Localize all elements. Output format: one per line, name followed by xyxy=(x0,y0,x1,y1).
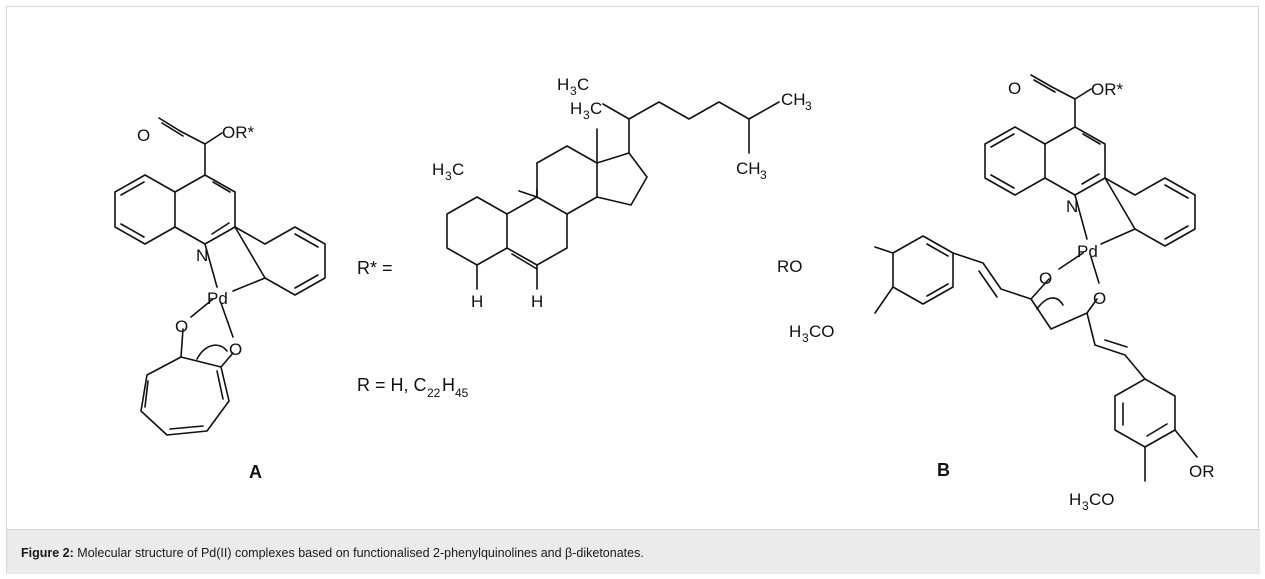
figure-panel: O OR* N Pd O O A R* = xyxy=(6,6,1260,574)
a-chelate-o2-label: O xyxy=(229,340,242,359)
r-ch3-low-n: 3 xyxy=(760,168,767,182)
b-h3co-left-h: H xyxy=(789,322,801,341)
r-def-sub1: 22 xyxy=(427,386,441,400)
r-h-left-label: H xyxy=(471,292,483,311)
b-structure-label: B xyxy=(937,460,950,480)
b-h3co-right-n: 3 xyxy=(1082,499,1089,513)
r-ch3-right-n: 3 xyxy=(805,99,812,113)
molecular-structures-artwork: O OR* N Pd O O A R* = xyxy=(114,74,1215,513)
r-ch3-low-c: CH xyxy=(736,159,761,178)
a-chelate-o1-label: O xyxy=(175,317,188,336)
a-nitrogen-label: N xyxy=(196,246,208,265)
b-chelate-o2-label: O xyxy=(1093,289,1106,308)
r-methyl-mid-c: C xyxy=(590,99,602,118)
figure-caption: Figure 2: Molecular structure of Pd(II) … xyxy=(7,529,1260,574)
b-nitrogen-label: N xyxy=(1066,197,1078,216)
a-palladium-label: Pd xyxy=(207,289,228,308)
r-def-mid: H xyxy=(442,375,455,395)
r-methyl-mid-n: 3 xyxy=(583,108,590,122)
r-star-definition: R* = H 3 C H 3 xyxy=(357,75,812,400)
structure-b: O OR* N Pd O O RO H 3 CO H 3 CO OR B xyxy=(777,74,1215,513)
b-ester-o-label: O xyxy=(1008,79,1021,98)
r-h-right-label: H xyxy=(531,292,543,311)
r-methyl-mid-h: H xyxy=(570,99,582,118)
b-h3co-right-rest: CO xyxy=(1089,490,1115,509)
r-methyl-top-h: H xyxy=(557,75,569,94)
b-or-right-label: OR xyxy=(1189,462,1215,481)
r-methyl-left-n: 3 xyxy=(445,169,452,183)
a-structure-label: A xyxy=(249,462,262,482)
caption-text: Molecular structure of Pd(II) complexes … xyxy=(77,546,644,560)
b-ro-left-label: RO xyxy=(777,257,803,276)
b-h3co-right-h: H xyxy=(1069,490,1081,509)
r-def-text: R = H, C xyxy=(357,375,427,395)
r-def-sub2: 45 xyxy=(455,386,469,400)
b-h3co-left-rest: CO xyxy=(809,322,835,341)
r-methyl-top-n: 3 xyxy=(570,84,577,98)
caption-label: Figure 2: xyxy=(21,546,74,560)
r-methyl-top-c: C xyxy=(577,75,589,94)
structure-a: O OR* N Pd O O A xyxy=(114,117,326,482)
r-star-equals-label: R* = xyxy=(357,258,393,278)
r-methyl-left-h: H xyxy=(432,160,444,179)
b-chelate-o1-label: O xyxy=(1039,269,1052,288)
r-ch3-right-c: CH xyxy=(781,90,806,109)
a-ester-o-label: O xyxy=(137,126,150,145)
b-h3co-left-n: 3 xyxy=(802,331,809,345)
r-methyl-left-c: C xyxy=(452,160,464,179)
b-ester-or-label: OR* xyxy=(1091,80,1124,99)
b-palladium-label: Pd xyxy=(1077,242,1098,261)
a-ester-or-label: OR* xyxy=(222,123,255,142)
